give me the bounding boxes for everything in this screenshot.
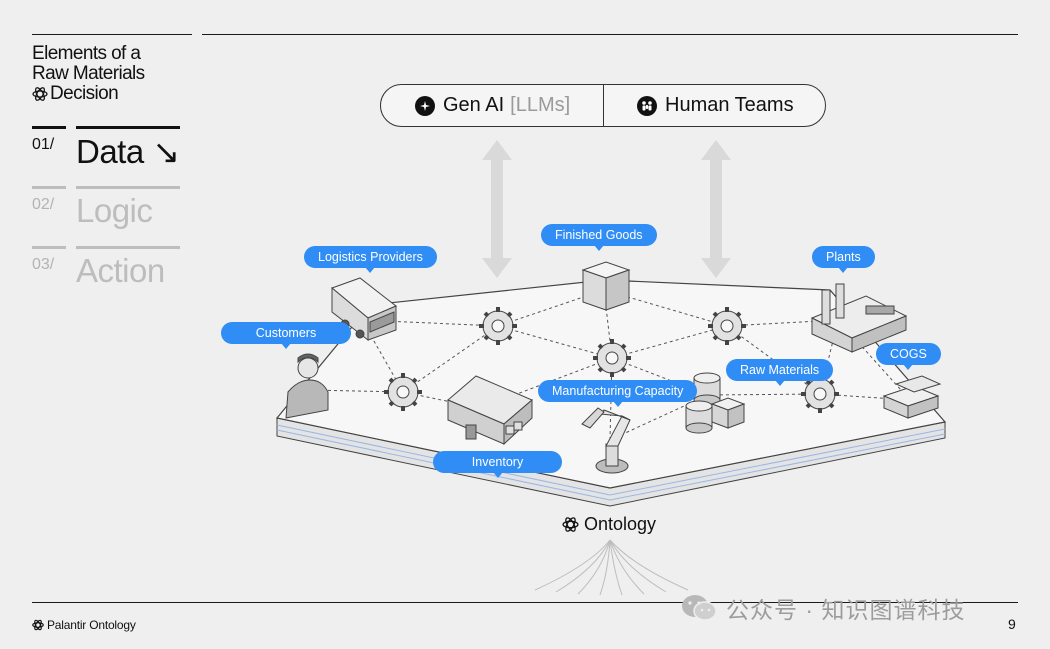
callout-logistics-providers: Logistics Providers (304, 246, 437, 273)
human-teams-double-arrow (701, 140, 731, 278)
gen-ai-label: Gen AI (443, 94, 505, 116)
footer-rule (32, 602, 1018, 603)
callout-plants: Plants (812, 246, 875, 273)
callout-raw-materials: Raw Materials (726, 359, 834, 386)
callout-cogs: COGS (876, 343, 941, 370)
nav-bar-long (76, 186, 180, 189)
title-line-3: Decision (50, 83, 119, 104)
llms-label: [LLMs] (510, 94, 571, 116)
human-teams-segment[interactable]: Human Teams (637, 94, 794, 117)
atom-icon (562, 517, 579, 532)
nav-item-data[interactable]: 01/ Data ↘ (32, 126, 182, 182)
footer-brand: Palantir Ontology (32, 618, 136, 632)
pill-divider (603, 85, 605, 126)
page-number: 9 (1008, 616, 1016, 632)
gen-ai-segment[interactable]: Gen AI [LLMs] (415, 94, 570, 117)
actors-pill: Gen AI [LLMs] Human Teams (380, 84, 826, 127)
title-line-1: Elements of a (32, 43, 141, 64)
nav-item-action[interactable]: 03/ Action (32, 246, 182, 302)
gear-icon (384, 373, 422, 411)
atom-icon (32, 87, 48, 101)
robotic-arm-icon (581, 407, 631, 474)
nav-num: 02/ (32, 196, 55, 213)
nav-bar-short (32, 246, 66, 249)
warehouse-icon (447, 375, 533, 446)
top-rule-right (202, 34, 1018, 35)
footer-brand-text: Palantir Ontology (47, 618, 136, 632)
gen-ai-double-arrow (482, 140, 512, 278)
ontology-label: Ontology (562, 514, 656, 535)
finished-goods-box-icon (581, 261, 631, 311)
top-rule-left (32, 34, 192, 35)
sidebar-title: Elements of a Raw Materials Decision (32, 44, 192, 104)
nav-item-logic[interactable]: 02/ Logic (32, 186, 182, 242)
watermark: 公众号 · 知识图谱科技 (680, 591, 965, 625)
wechat-icon (682, 595, 717, 621)
nav-label: Logic (76, 192, 153, 229)
cogs-money-stack-icon (882, 375, 942, 419)
nav-bar-short (32, 126, 66, 129)
callout-manufacturing-capacity: Manufacturing Capacity (538, 380, 698, 407)
ontology-fan-lines (534, 539, 689, 596)
gear-icon (708, 307, 746, 345)
callout-customers: Customers (221, 322, 351, 349)
atom-icon (32, 619, 44, 631)
nav-num: 03/ (32, 256, 55, 273)
factory-plant-icon (810, 283, 908, 353)
nav-label: Data ↘ (76, 133, 180, 170)
nav-bar-long (76, 126, 180, 129)
watermark-text: 公众号 · 知识图谱科技 (726, 597, 966, 623)
nav-bar-long (76, 246, 180, 249)
customer-person-icon (285, 353, 329, 419)
gear-icon (479, 307, 517, 345)
ontology-text: Ontology (584, 514, 657, 534)
raw-materials-barrels-icon (685, 372, 746, 434)
gear-icon (593, 339, 631, 377)
title-line-2: Raw Materials (32, 63, 145, 84)
nav-num: 01/ (32, 136, 55, 153)
nav-label: Action (76, 252, 165, 289)
callout-finished-goods: Finished Goods (541, 224, 657, 251)
callout-inventory: Inventory (433, 451, 562, 478)
sparkle-icon (415, 95, 435, 116)
nav-bar-short (32, 186, 66, 189)
human-teams-label: Human Teams (665, 94, 794, 116)
people-icon (637, 95, 657, 116)
